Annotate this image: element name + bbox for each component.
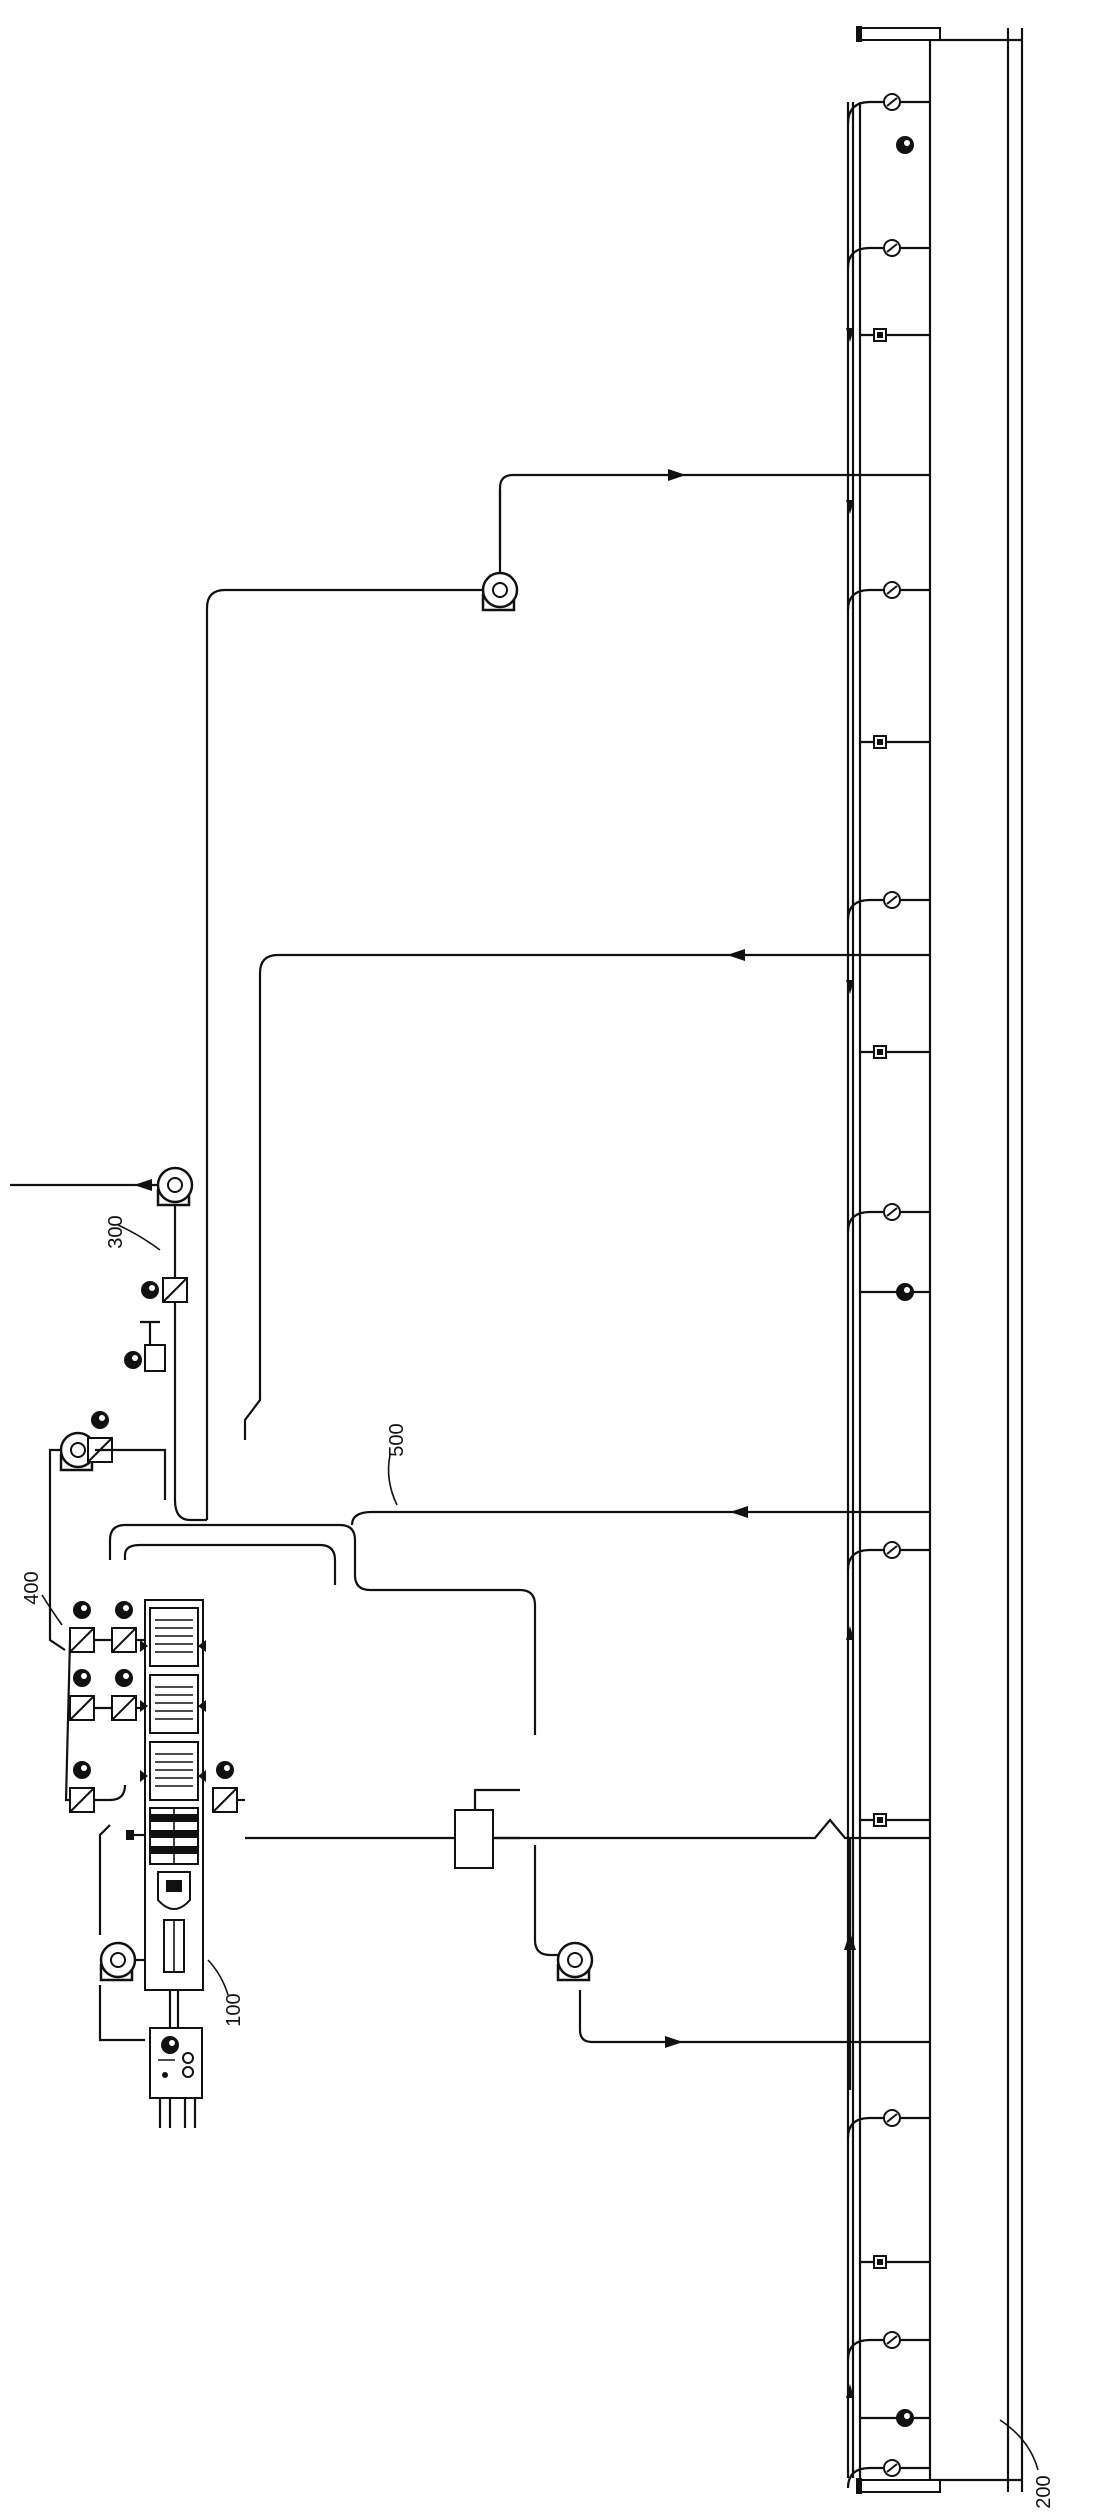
- sensor-icon: [73, 1761, 91, 1779]
- indicator-icon: [873, 1045, 887, 1059]
- filter-icon: [69, 1695, 95, 1721]
- sensor-icon: [216, 1761, 234, 1779]
- gauge-icon: [883, 581, 901, 599]
- indicator-icon: [873, 328, 887, 342]
- pumps: [59, 571, 594, 1982]
- level-sensor-icon: [896, 2409, 914, 2427]
- unit-instruments: [48, 1277, 245, 2042]
- process-unit: [126, 1599, 206, 2030]
- pump-icon: [556, 1941, 594, 1982]
- label-100: 100: [223, 1993, 245, 2026]
- gauge-icon: [883, 1203, 901, 1221]
- filter-icon: [69, 1627, 95, 1653]
- indicator-icon: [873, 2255, 887, 2269]
- gauge-icon: [883, 1541, 901, 1559]
- label-400: 400: [21, 1571, 43, 1604]
- gauge-icon: [883, 239, 901, 257]
- sensor-icon: [115, 1669, 133, 1687]
- level-sensor-icon: [896, 1283, 914, 1301]
- gauge-icon: [883, 891, 901, 909]
- sensor-icon: [124, 1351, 142, 1369]
- pipe-network: [10, 469, 930, 2090]
- sensor-icon: [141, 1281, 159, 1299]
- label-300: 300: [105, 1215, 127, 1248]
- indicator-icon: [873, 1813, 887, 1827]
- filter-icon: [212, 1787, 238, 1813]
- header-flow-arrows: [846, 328, 854, 2398]
- gauge-icon: [883, 2331, 901, 2349]
- sensor-icon: [115, 1601, 133, 1619]
- indicator-icon: [873, 735, 887, 749]
- pump-icon: [156, 1166, 194, 1207]
- gauge-icon: [883, 93, 901, 111]
- callouts: [41, 1224, 1039, 2471]
- tank: [856, 26, 1024, 2494]
- label-200: 200: [1033, 2475, 1055, 2508]
- gauge-icon: [161, 2036, 179, 2054]
- filter-icon: [162, 1277, 188, 1303]
- pump-icon: [99, 1941, 137, 1982]
- level-sensor-icon: [896, 136, 914, 154]
- sensor-icon: [73, 1601, 91, 1619]
- label-500: 500: [386, 1423, 408, 1456]
- tank-distribution-headers: [846, 100, 930, 2489]
- filter-icon: [111, 1627, 137, 1653]
- control-panel: [149, 2027, 203, 2128]
- gauge-icon: [883, 2459, 901, 2477]
- filter-icon: [69, 1787, 95, 1813]
- sensor-icon: [73, 1669, 91, 1687]
- filter-icon: [111, 1695, 137, 1721]
- gauge-icon: [883, 2109, 901, 2127]
- sensor-icon: [91, 1411, 109, 1429]
- pump-icon: [481, 571, 519, 612]
